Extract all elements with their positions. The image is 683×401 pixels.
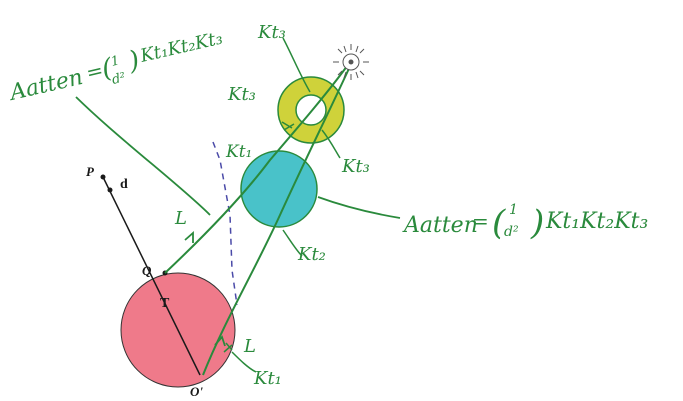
sun-icon <box>333 44 369 80</box>
kt2-label: Kt₂ <box>297 244 326 265</box>
l-lower-label: L <box>243 336 256 357</box>
kt1-lower-label: Kt₁ <box>253 368 282 389</box>
ray-p-to-o <box>102 176 201 376</box>
tick-kt3-left <box>281 121 295 131</box>
point-d <box>107 187 113 193</box>
atten-top-frac-den: d² <box>111 70 128 88</box>
atten-right-paren-close: ) <box>530 203 544 243</box>
label-t: T <box>160 296 170 311</box>
kt3-top-label: Kt₃ <box>257 22 286 43</box>
point-p <box>100 174 106 180</box>
leader-kt3-right <box>321 129 341 159</box>
tick-kt1-bottom <box>223 342 233 353</box>
leader-kt2 <box>282 229 303 257</box>
shadow-ray-from-o <box>202 61 353 376</box>
leader-atten-top <box>75 96 211 216</box>
leader-atten-right <box>317 196 401 219</box>
atten-top-k: Kt₁Kt₂Kt₃ <box>137 28 224 68</box>
arrow-upper <box>184 231 194 243</box>
atten-right-paren-open: ( <box>492 203 506 243</box>
atten-right-k: Kt₁Kt₂Kt₃ <box>545 209 648 234</box>
l-upper-label: L <box>174 208 187 229</box>
kt1-upper-label: Kt₁ <box>225 142 252 162</box>
kt3-left-label: Kt₃ <box>227 84 256 105</box>
arrow-lower <box>214 335 226 347</box>
atten-right-eq: = <box>472 209 489 233</box>
atten-top-a: Aatten <box>6 65 86 106</box>
leader-kt3-top <box>282 37 311 93</box>
label-d: d <box>120 177 128 192</box>
atten-right-a: Aatten <box>402 213 478 238</box>
dashed-guide-line <box>212 141 238 306</box>
shadow-ray-from-q <box>164 61 351 274</box>
leader-kt1-lower <box>231 351 257 373</box>
atten-right-frac-num: 1 <box>509 202 518 218</box>
label-p: P <box>86 164 95 179</box>
atten-top-frac-num: 1 <box>110 53 121 69</box>
kt3-right-label: Kt₃ <box>341 156 370 177</box>
label-q: Q <box>142 263 152 278</box>
label-o-prime: O' <box>190 384 203 399</box>
atten-top-eq: = <box>84 58 106 85</box>
atten-right-frac-den: d² <box>504 224 519 240</box>
